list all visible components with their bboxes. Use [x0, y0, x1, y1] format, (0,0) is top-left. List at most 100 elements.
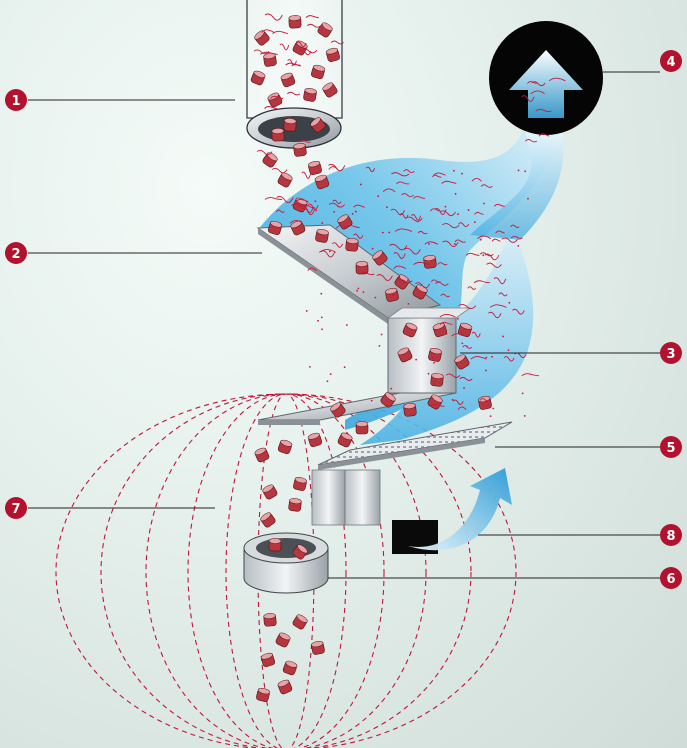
fiber-dot [388, 232, 390, 234]
fiber-dot [466, 346, 468, 348]
pellet [307, 432, 322, 448]
fiber-dot [321, 328, 323, 330]
pellet [430, 373, 443, 387]
fiber-dot [330, 373, 332, 375]
callout-label: 7 [11, 502, 20, 517]
pellet [262, 483, 279, 500]
fiber-dot [320, 293, 322, 295]
blower [392, 468, 512, 554]
fiber-dot [372, 248, 374, 250]
fiber-dot [482, 254, 484, 256]
callout-7: 7 [5, 497, 215, 519]
fiber-dot [508, 302, 510, 304]
pellet [275, 631, 291, 648]
fiber [265, 198, 282, 200]
fiber-dot [428, 373, 430, 375]
pellet [403, 403, 416, 417]
callout-6: 6 [328, 567, 682, 589]
callout-8: 8 [478, 524, 682, 546]
fiber-dot [480, 239, 482, 241]
pellet [269, 538, 281, 551]
fiber-dot [457, 213, 459, 215]
fiber-dot [321, 316, 323, 318]
fiber-dot [407, 279, 409, 281]
pellet [293, 476, 308, 491]
fiber-dot [461, 342, 463, 344]
fiber-dot [463, 387, 465, 389]
fiber-dot [377, 195, 379, 197]
fiber-dot [309, 366, 311, 368]
callout-1: 1 [5, 89, 235, 111]
pellet [256, 687, 271, 702]
pellet [293, 143, 307, 157]
fiber-dot [415, 359, 417, 361]
fiber-dot [454, 243, 456, 245]
fiber-dot [445, 206, 447, 208]
pellet [337, 431, 353, 447]
fiber-dot [485, 357, 487, 359]
fiber-dot [518, 170, 520, 172]
callout-label: 1 [11, 94, 20, 109]
pellet [308, 160, 323, 175]
fiber-dot [392, 294, 394, 296]
pellet [289, 15, 302, 28]
fiber-dot [333, 211, 335, 213]
pellet [282, 660, 298, 676]
fiber-dot [352, 213, 354, 215]
pellet [292, 613, 309, 630]
fiber [468, 287, 476, 290]
pellet [423, 255, 436, 269]
callout-5: 5 [495, 436, 682, 458]
fiber-dot [346, 324, 348, 326]
fiber-dot [381, 334, 383, 336]
fiber [466, 253, 479, 255]
callout-label: 2 [11, 247, 20, 262]
fiber-dot [431, 357, 433, 359]
fiber-dot [446, 333, 448, 335]
pellet [277, 439, 292, 455]
fiber-dot [375, 297, 377, 299]
pellet [303, 87, 317, 101]
fiber-dot [483, 203, 485, 205]
pellet [478, 395, 492, 410]
callout-label: 8 [666, 529, 675, 544]
fiber-dot [382, 232, 384, 234]
fiber-dot [433, 362, 435, 364]
fiber-dot [386, 206, 388, 208]
fiber-dot [485, 370, 487, 372]
fiber-dot [360, 184, 362, 186]
pellet [263, 613, 276, 627]
fiber-dot [492, 408, 494, 410]
fiber-dot [522, 392, 524, 394]
fiber [492, 239, 500, 241]
fiber-dot [457, 318, 459, 320]
fiber-dot [453, 170, 455, 172]
fiber-dot [321, 222, 323, 224]
pellet [272, 128, 284, 141]
fiber-dot [452, 399, 454, 401]
pellet [263, 53, 277, 67]
fiber-dot [468, 209, 470, 211]
fiber [522, 374, 539, 376]
callout-label: 3 [666, 347, 675, 362]
callout-4: 4 [603, 50, 682, 72]
fiber-dot [461, 173, 463, 175]
fiber-dot [362, 291, 364, 293]
fiber-dot [508, 349, 510, 351]
fiber-dot [329, 250, 331, 252]
pellet [259, 511, 276, 528]
pellet [428, 347, 442, 362]
callout-label: 5 [666, 441, 675, 456]
pellet [311, 640, 325, 655]
pellet [345, 238, 358, 252]
fiber-dot [517, 245, 519, 247]
fiber-dot [315, 209, 317, 211]
fiber-dot [344, 366, 346, 368]
ring-magnet [244, 533, 328, 593]
fiber-dot [527, 198, 529, 200]
fiber-dot [428, 243, 430, 245]
fiber-dot [357, 288, 359, 290]
air-outlet [489, 21, 603, 135]
